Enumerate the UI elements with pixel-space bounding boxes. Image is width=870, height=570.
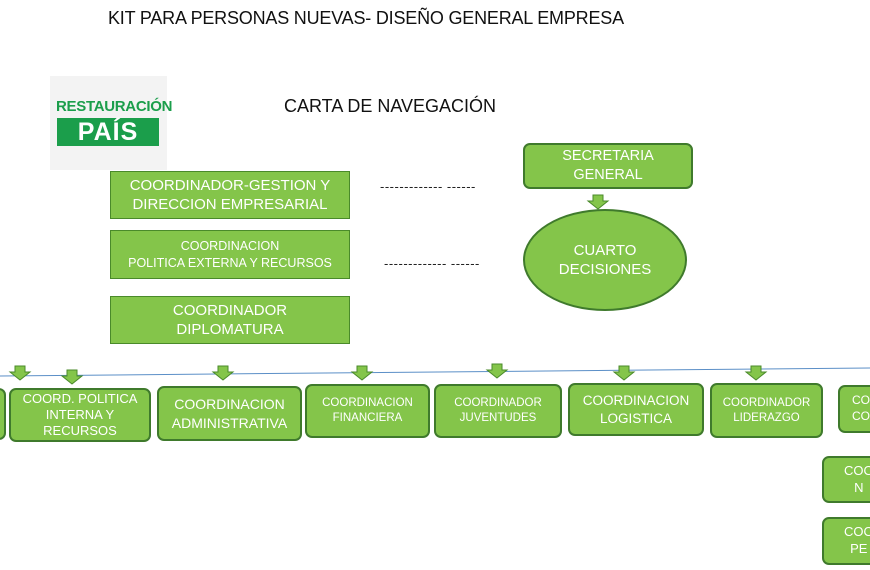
bottom-box-cutoff-right: CO CO [838, 385, 870, 433]
arrow-down-icon [485, 363, 509, 379]
coordinacion-politica-externa-box: COORDINACION POLITICA EXTERNA Y RECURSOS [110, 230, 350, 279]
bottom-box-cutoff-left [0, 388, 6, 440]
dashed-connector: ------------- ------ [384, 256, 480, 271]
cuarto-decisiones-ellipse: CUARTO DECISIONES [523, 209, 687, 311]
chart-subtitle: CARTA DE NAVEGACIÓN [284, 96, 497, 116]
coordinador-juventudes-box: COORDINADOR JUVENTUDES [434, 384, 562, 438]
arrow-down-icon [8, 365, 32, 381]
coordinador-gestion-box: COORDINADOR-GESTION Y DIRECCION EMPRESAR… [110, 171, 350, 219]
coordinacion-financiera-box: COORDINACION FINANCIERA [305, 384, 430, 438]
horizontal-connector [0, 367, 870, 377]
coordinacion-administrativa-box: COORDINACION ADMINISTRATIVA [157, 386, 302, 441]
coord-politica-interna-box: COORD. POLITICA INTERNA Y RECURSOS [9, 388, 151, 442]
coordinador-liderazgo-box: COORDINADOR LIDERAZGO [710, 383, 823, 438]
arrow-down-icon [350, 365, 374, 381]
dashed-connector: ------------- ------ [380, 179, 476, 194]
arrow-down-icon [744, 365, 768, 381]
page-title: KIT PARA PERSONAS NUEVAS- DISEÑO GENERAL… [108, 8, 624, 28]
secretaria-general-box: SECRETARIA GENERAL [523, 143, 693, 189]
logo-text-top: RESTAURACIÓN [56, 98, 173, 115]
side-box-cutoff-2: COO PE [822, 517, 870, 565]
logo-text-bottom: PAÍS [57, 118, 159, 146]
company-logo: RESTAURACIÓN PAÍS [50, 76, 172, 170]
coordinacion-logistica-box: COORDINACION LOGISTICA [568, 383, 704, 436]
arrow-down-icon [612, 365, 636, 381]
arrow-down-icon [586, 194, 610, 210]
arrow-down-icon [211, 365, 235, 381]
arrow-down-icon [60, 369, 84, 385]
coordinador-diplomatura-box: COORDINADOR DIPLOMATURA [110, 296, 350, 344]
side-box-cutoff-1: COO N [822, 456, 870, 503]
